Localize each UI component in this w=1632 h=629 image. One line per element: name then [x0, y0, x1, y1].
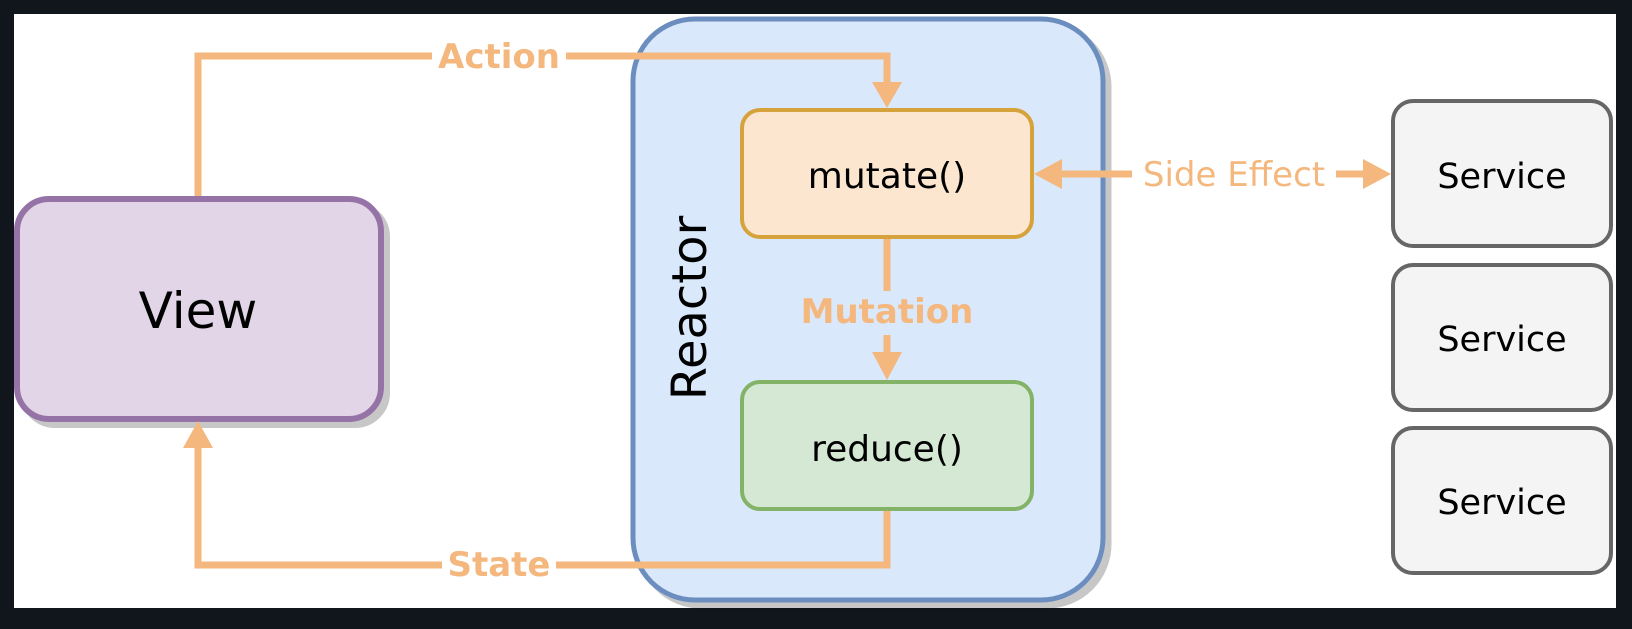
reduce-node[interactable]: [740, 380, 1034, 511]
reduce-label: reduce(): [811, 429, 963, 470]
mutate-node[interactable]: [740, 108, 1034, 239]
side-effect-label-bg: [1132, 152, 1336, 196]
state-label: State: [448, 545, 551, 585]
service-node[interactable]: [1391, 263, 1613, 412]
action-arrowhead: [872, 82, 902, 108]
action-label: Action: [438, 37, 560, 77]
mutation-arrowhead: [872, 352, 902, 380]
service-node[interactable]: [1391, 426, 1613, 575]
service-label: Service: [1437, 157, 1566, 197]
service-column: Service Service Service: [1391, 99, 1613, 575]
state-label-bg: [442, 545, 556, 585]
mutation-label: Mutation: [801, 292, 974, 332]
action-label-bg: [432, 36, 566, 76]
state-arrowhead: [183, 421, 213, 448]
side-effect-label: Side Effect: [1143, 155, 1325, 195]
mutation-edge: Mutation: [796, 239, 978, 380]
service-label: Service: [1437, 483, 1566, 523]
state-edge: State: [183, 421, 891, 585]
side-effect-arrowhead-left: [1034, 159, 1062, 189]
service-label: Service: [1437, 320, 1566, 360]
service-node[interactable]: [1391, 99, 1613, 248]
side-effect-arrowhead-right: [1363, 159, 1391, 189]
view-label: View: [139, 282, 258, 340]
mutate-label: mutate(): [808, 156, 966, 197]
mutation-label-bg: [796, 291, 978, 335]
action-edge: Action: [194, 36, 902, 196]
reactor-label: Reactor: [662, 216, 718, 401]
view-node[interactable]: [14, 196, 384, 422]
side-effect-edge: Side Effect: [1034, 152, 1391, 196]
